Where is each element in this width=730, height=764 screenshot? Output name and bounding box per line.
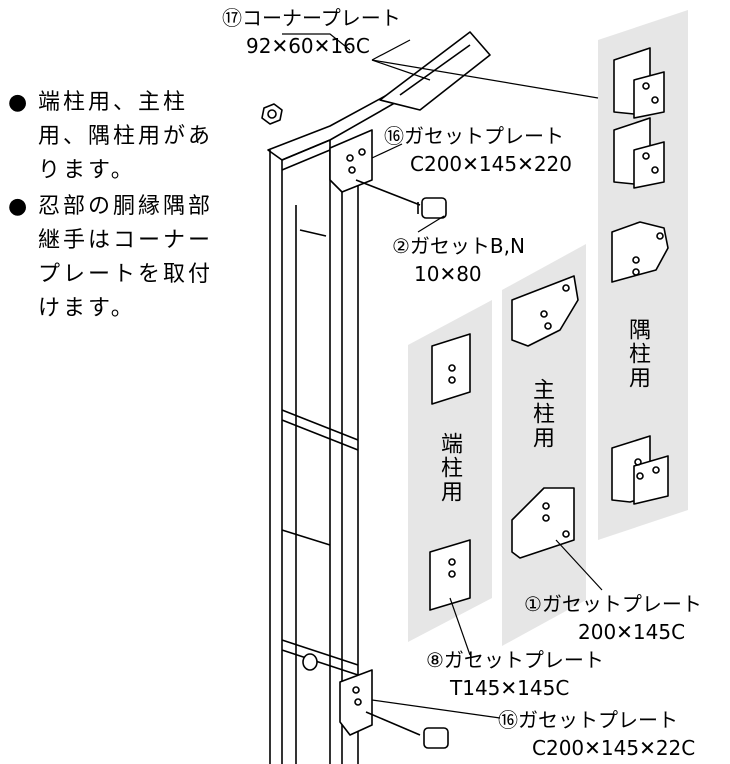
main-post-plate	[511, 275, 579, 347]
corner-plate-size: 92✕60✕16C	[246, 34, 370, 58]
gusset1-label: ①ガセットプレート	[524, 592, 702, 616]
bullet-icon: ●	[8, 90, 28, 115]
note-item: ● 端柱用、主柱用、隅柱用があります。	[8, 86, 218, 188]
corner-post-plate	[611, 435, 669, 505]
note-text: 忍部の胴縁隅部継手はコーナープレートを取付けます。	[38, 194, 214, 321]
gusset8-label: ⑧ガセットプレート	[426, 648, 604, 672]
bolt-icon	[365, 711, 449, 749]
gusset8-size: T145✕145C	[450, 676, 570, 700]
corner-post-plate	[613, 117, 665, 189]
end-post-plate	[429, 539, 471, 611]
leader-lines	[282, 33, 603, 719]
top-gusset-plate	[329, 129, 373, 193]
nut-icon	[261, 103, 283, 125]
bullet-icon: ●	[8, 194, 28, 219]
corner-plate-label: ⑰コーナープレート	[222, 6, 401, 30]
end-post-title: 端柱用	[437, 432, 462, 504]
notes-list: ● 端柱用、主柱用、隅柱用があります。 ● 忍部の胴縁隅部継手はコーナープレート…	[8, 86, 218, 328]
note-text: 端柱用、主柱用、隅柱用があります。	[38, 90, 214, 183]
end-post-plate	[431, 333, 471, 405]
bottom-gusset-label: ⑯ガセットプレート	[498, 708, 678, 732]
main-post-plate	[511, 487, 575, 559]
gusset1-size: 200✕145C	[578, 620, 686, 644]
corner-post-plate	[613, 47, 665, 119]
note-item: ● 忍部の胴縁隅部継手はコーナープレートを取付けます。	[8, 190, 218, 326]
main-post-title: 主柱用	[529, 378, 554, 450]
corner-post-title: 隅柱用	[625, 318, 650, 390]
top-gusset-size: C200✕145✕220	[410, 152, 573, 176]
top-gusset-label: ⑯ガセットプレート	[384, 124, 564, 148]
bolt-size: 10✕80	[414, 262, 482, 286]
bottom-gusset-size: C200✕145✕22C	[532, 736, 696, 760]
end-post-sheet	[408, 300, 492, 642]
bolt-icon	[355, 179, 447, 219]
bolt-label: ②ガセットB,N	[392, 234, 525, 258]
corner-post-plate	[611, 221, 669, 283]
bottom-gusset-plate	[302, 653, 373, 736]
